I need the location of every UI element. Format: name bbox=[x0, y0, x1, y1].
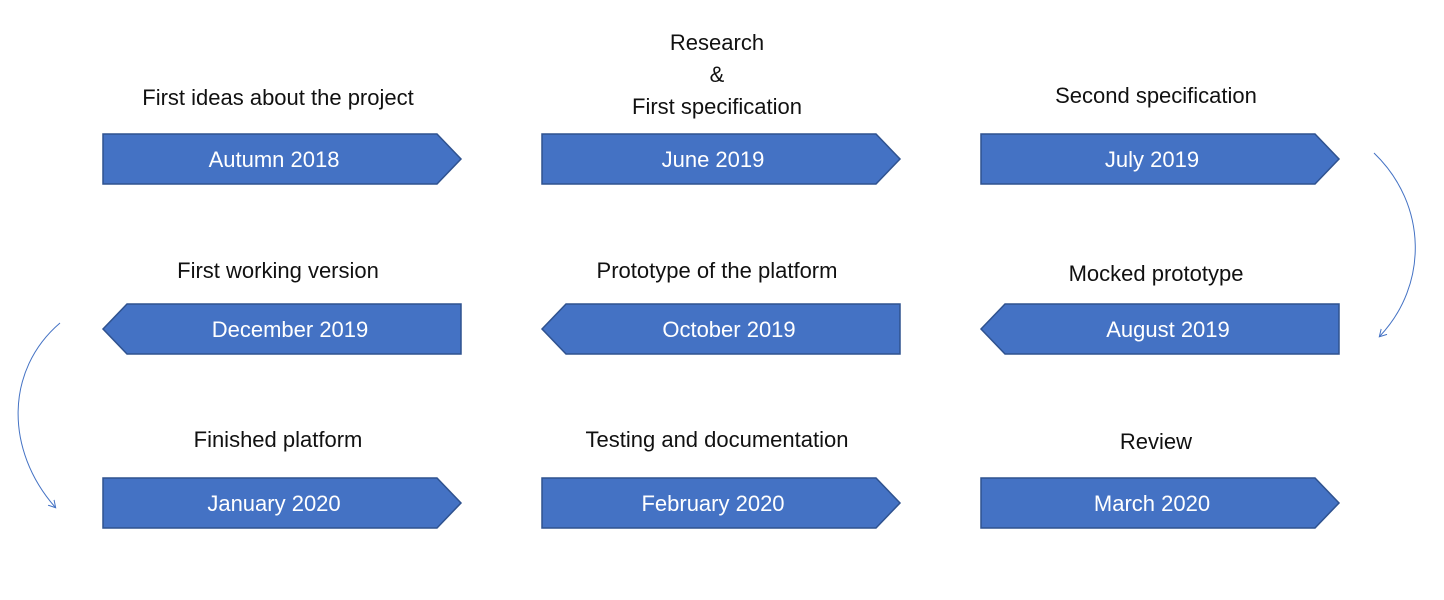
milestone: March 2020 Review bbox=[980, 429, 1341, 529]
milestone-date: February 2020 bbox=[641, 491, 784, 516]
milestone-date: August 2019 bbox=[1106, 317, 1230, 342]
milestones: Autumn 2018 First ideas about the project… bbox=[101, 30, 1341, 529]
connector-row1-to-row2 bbox=[1373, 152, 1416, 336]
milestone-date: March 2020 bbox=[1094, 491, 1210, 516]
milestone-date: July 2019 bbox=[1105, 147, 1199, 172]
milestone-caption: Review bbox=[1120, 429, 1192, 454]
milestone: December 2019 First working version bbox=[101, 258, 462, 355]
milestone-caption: Testing and documentation bbox=[586, 427, 849, 452]
milestone-caption: & bbox=[710, 62, 725, 87]
milestone-caption: First ideas about the project bbox=[142, 85, 413, 110]
milestone-date: October 2019 bbox=[662, 317, 795, 342]
milestone-caption: First specification bbox=[632, 94, 802, 119]
milestone-caption: Prototype of the platform bbox=[597, 258, 838, 283]
milestone: August 2019 Mocked prototype bbox=[979, 261, 1340, 355]
milestone-date: December 2019 bbox=[212, 317, 369, 342]
milestone-arrow bbox=[540, 303, 901, 355]
milestone: Autumn 2018 First ideas about the project bbox=[102, 85, 463, 185]
milestone-caption: Finished platform bbox=[194, 427, 363, 452]
milestone-caption: Research bbox=[670, 30, 764, 55]
milestone-arrow bbox=[102, 477, 463, 529]
milestone-arrow bbox=[980, 477, 1341, 529]
milestone-arrow bbox=[102, 133, 463, 185]
milestone: July 2019 Second specification bbox=[980, 83, 1341, 185]
milestone-arrow bbox=[541, 477, 902, 529]
milestone-date: June 2019 bbox=[662, 147, 765, 172]
milestone: February 2020 Testing and documentation bbox=[541, 427, 902, 529]
milestone-arrow bbox=[980, 133, 1341, 185]
milestone-caption: First working version bbox=[177, 258, 379, 283]
milestone-arrow bbox=[979, 303, 1340, 355]
milestone: January 2020 Finished platform bbox=[102, 427, 463, 529]
milestone: June 2019 Research & First specification bbox=[541, 30, 902, 185]
milestone-arrow bbox=[101, 303, 462, 355]
milestone-caption: Mocked prototype bbox=[1069, 261, 1244, 286]
milestone-caption: Second specification bbox=[1055, 83, 1257, 108]
milestone-date: Autumn 2018 bbox=[209, 147, 340, 172]
connector-row2-to-row3 bbox=[17, 322, 61, 507]
milestone: October 2019 Prototype of the platform bbox=[540, 258, 901, 355]
milestone-date: January 2020 bbox=[207, 491, 340, 516]
milestone-arrow bbox=[541, 133, 902, 185]
